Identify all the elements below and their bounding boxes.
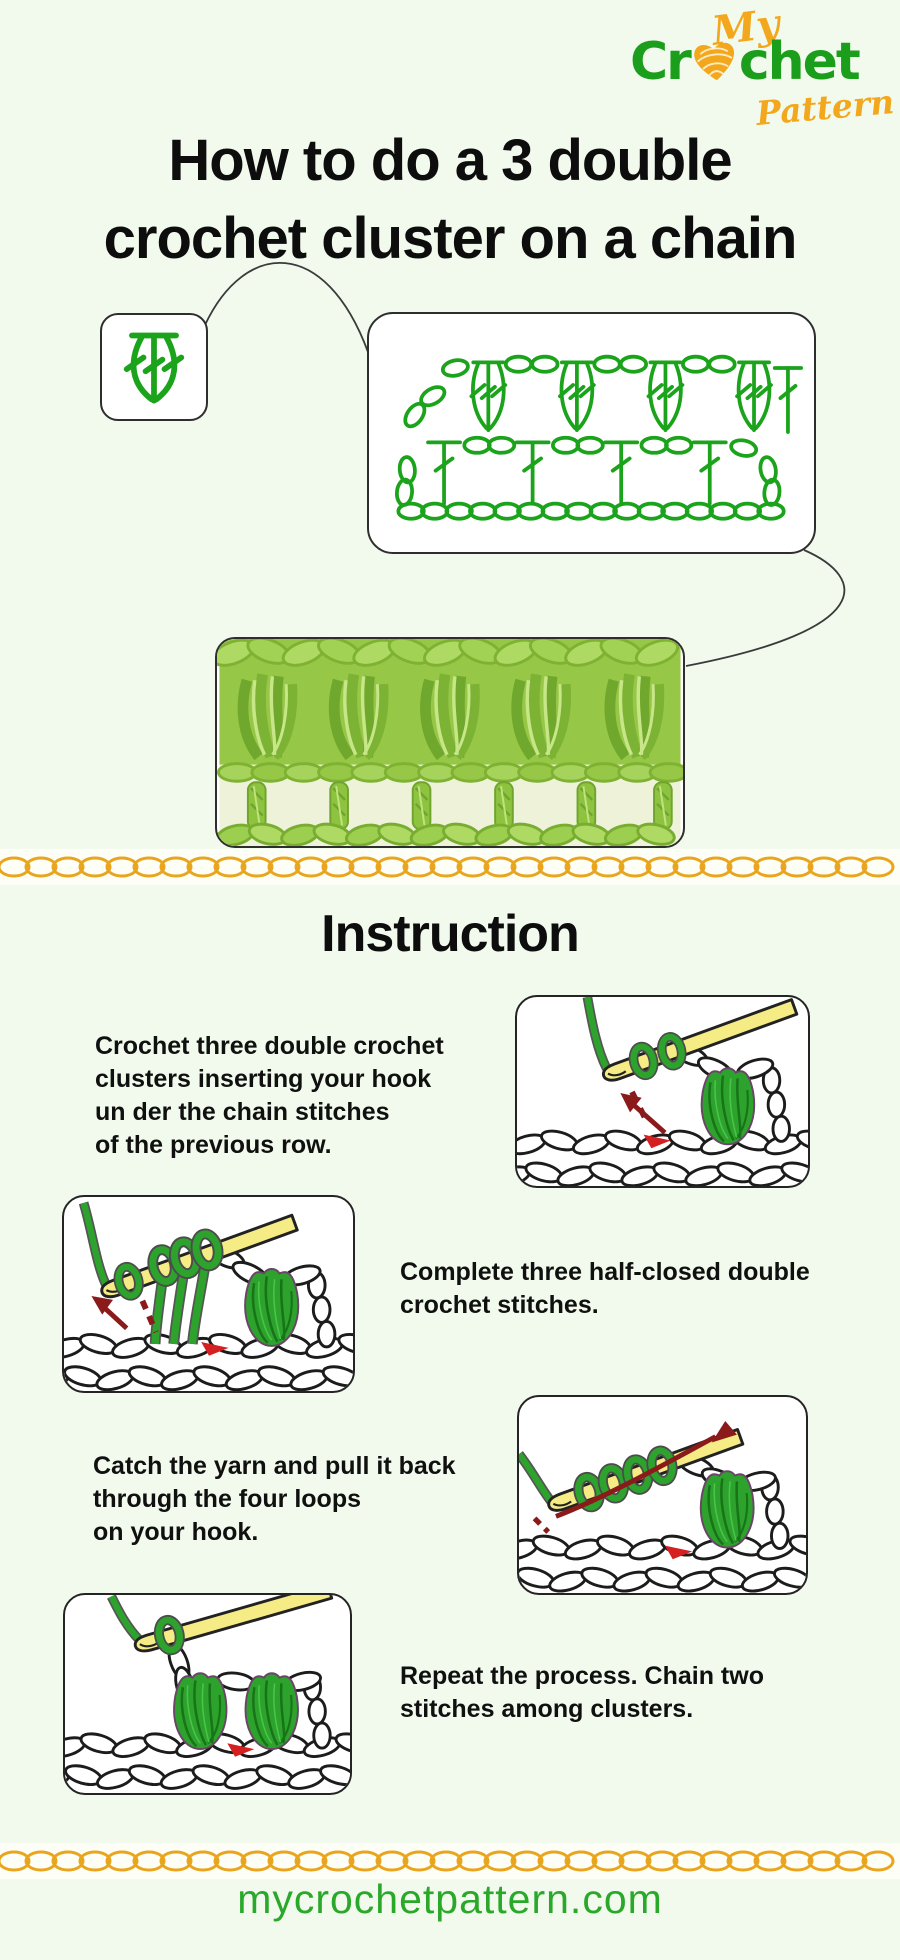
gold-chain-icon	[0, 1850, 895, 1872]
step4-text: Repeat the process. Chain two stitches a…	[400, 1660, 764, 1726]
step1-line3: un der the chain stitches	[95, 1098, 390, 1126]
footer-url: mycrochetpattern.com	[237, 1876, 663, 1922]
cluster-symbol-icon	[123, 332, 185, 404]
instruction-heading: Instruction	[321, 905, 580, 963]
gold-chain-icon	[0, 856, 895, 878]
stitch-symbol-box	[100, 313, 208, 421]
brand-logo: My Cr chet Pattern	[608, 0, 900, 133]
connector-chart-to-photo	[685, 549, 846, 667]
step4-image	[63, 1593, 352, 1795]
page-title-line1: How to do a 3 double	[168, 128, 732, 193]
page-title-line2: crochet cluster on a chain	[103, 206, 798, 272]
step1-illustration-icon	[517, 997, 808, 1186]
step3-line3: on your hook.	[93, 1518, 259, 1546]
step1-line2: clusters inserting your hook	[95, 1065, 432, 1093]
step1-text: Crochet three double crochet clusters in…	[95, 1030, 444, 1162]
logo-crochet-prefix: Cr	[630, 32, 692, 92]
step4-line2: stitches among clusters.	[400, 1695, 694, 1723]
step4-line1: Repeat the process. Chain two	[400, 1662, 764, 1690]
step2-image	[62, 1195, 355, 1393]
step2-line2: crochet stitches.	[400, 1291, 599, 1319]
crochet-swatch-photo	[215, 637, 685, 848]
step3-illustration-icon	[519, 1421, 806, 1593]
step4-illustration-icon	[65, 1595, 350, 1793]
step1-image	[515, 995, 810, 1188]
page-title: How to do a 3 double crochet cluster on …	[0, 122, 900, 279]
step3-line1: Catch the yarn and pull it back	[93, 1452, 456, 1480]
step2-text: Complete three half-closed double croche…	[400, 1256, 810, 1322]
crochet-chart-icon	[393, 354, 804, 521]
step3-line2: through the four loops	[93, 1485, 362, 1513]
step1-line4: of the previous row.	[95, 1131, 332, 1159]
green-crochet-swatch-icon	[217, 639, 683, 846]
step3-image	[517, 1395, 808, 1595]
yarn-heart-icon	[694, 42, 734, 81]
crochet-chart-box	[367, 312, 816, 554]
step1-line1: Crochet three double crochet	[95, 1032, 444, 1060]
logo-word-crochet: Cr chet	[630, 32, 861, 92]
step2-line1: Complete three half-closed double	[400, 1258, 810, 1286]
chain-divider	[0, 849, 900, 885]
step2-illustration-icon	[64, 1201, 353, 1391]
logo-crochet-suffix: chet	[738, 32, 861, 92]
step3-text: Catch the yarn and pull it back through …	[93, 1450, 456, 1549]
chain-divider	[0, 1843, 900, 1879]
